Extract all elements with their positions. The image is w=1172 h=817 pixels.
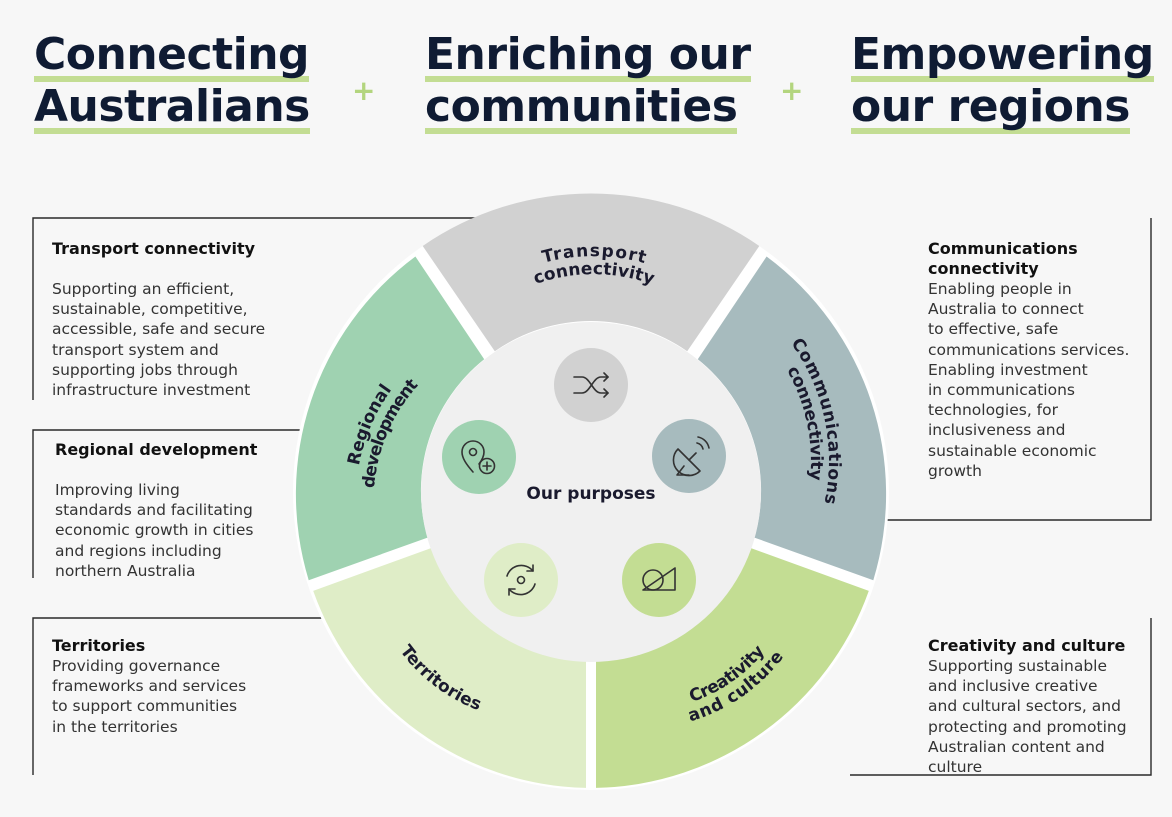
segment-communications[interactable] [697,256,887,581]
panel-desc-line: economic growth in cities [55,521,254,540]
panel-desc-line: growth [928,461,982,480]
panel-desc-line: Australia to connect [928,300,1084,319]
panel-title: Creativity and culture [928,636,1126,655]
panel-regional: Regional development Improving living st… [55,440,257,581]
panel-desc-line: supporting jobs through [52,360,238,379]
segment-territories[interactable] [313,547,586,788]
segment-creativity[interactable] [596,547,869,788]
panel-desc-line: protecting and promoting [928,717,1127,736]
shuffle-arrows-icon [554,348,628,422]
panel-desc-line: and inclusive creative [928,677,1098,696]
panel-desc-line: in communications [928,381,1076,400]
panel-frame-territories [32,617,340,775]
panel-desc-line: northern Australia [55,561,196,580]
circle-triangle-icon [622,543,696,617]
panel-territories: Territories Providing governance framewo… [52,636,246,737]
segment-transport[interactable] [422,193,760,352]
panel-desc-line: sustainable economic [928,441,1097,460]
panel-frame-regional [32,429,320,578]
panel-desc-line: technologies, for [928,401,1058,420]
panel-desc-line: sustainable, competitive, [52,300,248,319]
panel-desc-line: Supporting an efficient, [52,280,235,298]
heading-line: communities [425,81,738,134]
plus-sign: + [352,74,376,107]
panel-communications: Communications connectivity Enabling peo… [928,239,1129,481]
panel-desc-line: to effective, safe [928,320,1059,339]
panel-frame-communications [870,218,1152,521]
center-label: Our purposes [526,484,655,504]
panel-desc-line: frameworks and services [52,677,247,696]
plus-sign: + [780,74,804,107]
panel-desc-line: accessible, safe and secure [52,320,266,339]
heading-line: Connecting [34,29,310,82]
heading-line: our regions [851,81,1130,134]
location-pin-plus-icon [442,420,516,494]
panel-frame-creativity [850,618,1152,776]
satellite-dish-icon [652,419,726,493]
panel-desc-line: Enabling investment [928,360,1088,379]
heading-empowering-regions: Empowering our regions [851,30,1154,134]
panel-desc-line: transport system and [52,340,219,359]
heading-line: Australians [34,81,310,134]
segment-regional[interactable] [295,256,485,581]
panel-desc-line: and regions including [55,541,222,560]
panel-desc-line: Supporting sustainable [928,657,1108,675]
heading-line: Empowering [851,29,1154,82]
panel-title: Territories [52,636,146,655]
panel-title: Regional development [55,440,258,459]
panel-desc-line: Enabling people in [928,280,1072,298]
panel-desc-line: inclusiveness and [928,421,1066,440]
panel-desc-line: infrastructure investment [52,381,251,400]
panel-title-line: connectivity [928,259,1039,278]
panel-transport: Transport connectivity Supporting an eff… [52,239,265,400]
panel-desc-line: and cultural sectors, and [928,697,1121,716]
panel-desc-line: to support communities [52,697,238,716]
cycle-arrows-icon [484,543,558,617]
panel-title: Transport connectivity [52,239,256,258]
panel-desc-line: Improving living [55,481,180,499]
panel-desc-line: communications services. [928,340,1130,359]
panel-desc-line: in the territories [52,717,178,736]
panel-title-line: Communications [928,239,1078,258]
heading-line: Enriching our [425,29,751,82]
panel-desc-line: culture [928,758,983,777]
heading-connecting-australians: Connecting Australians [34,30,310,134]
panel-frames [32,217,1152,776]
panel-desc-line: Providing governance [52,657,221,675]
panel-frame-transport [32,217,500,400]
heading-enriching-communities: Enriching our communities [425,30,751,134]
panel-desc-line: standards and facilitating [55,501,253,520]
panel-desc-line: Australian content and [928,737,1105,756]
panel-creativity: Creativity and culture Supporting sustai… [928,636,1127,777]
